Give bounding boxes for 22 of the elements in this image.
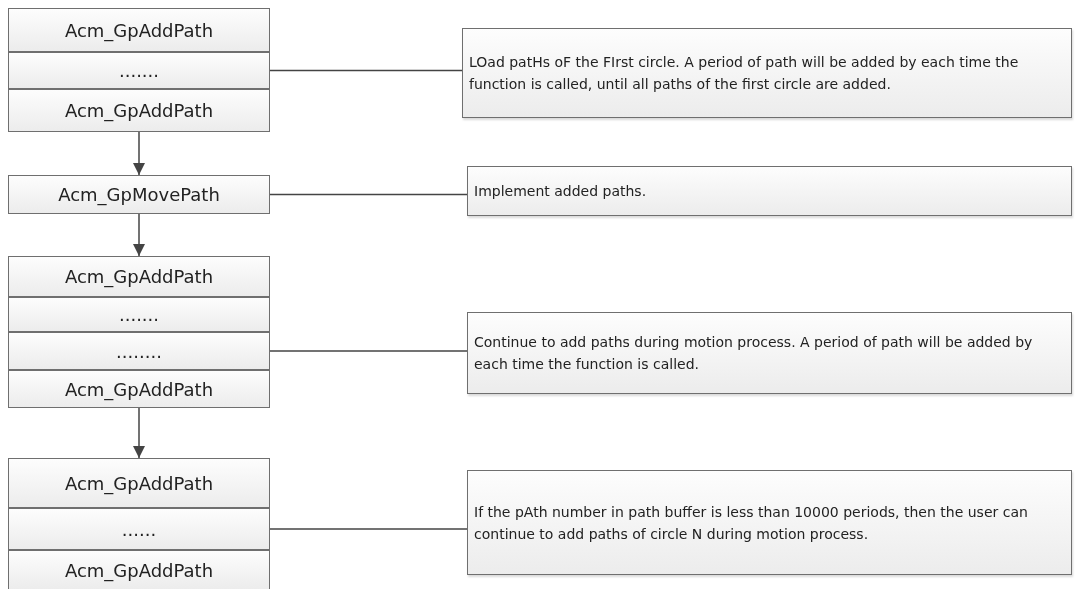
- function-box: .......: [8, 297, 270, 332]
- function-box: Acm_GpAddPath: [8, 370, 270, 408]
- function-box: Acm_GpAddPath: [8, 550, 270, 589]
- note-box: If the pAth number in path buffer is less than 10000 periods, then the user can continue to add paths of circle N during motion process.: [467, 470, 1072, 575]
- connector-line: [269, 69, 463, 72]
- function-box: Acm_GpAddPath: [8, 89, 270, 132]
- note-box: LOad patHs oF the FIrst circle. A period of path will be added by each time the function is called, until all paths of the first circle are added.: [462, 28, 1072, 118]
- function-box: ......: [8, 508, 270, 550]
- function-box: Acm_GpAddPath: [8, 458, 270, 508]
- function-box: Acm_GpMovePath: [8, 175, 270, 214]
- arrow: [133, 407, 145, 459]
- arrow: [133, 213, 145, 257]
- connector-line: [269, 193, 468, 196]
- connector-line: [269, 528, 468, 530]
- function-box: .......: [8, 52, 270, 89]
- function-box: Acm_GpAddPath: [8, 8, 270, 52]
- function-box: ........: [8, 332, 270, 370]
- note-box: Continue to add paths during motion process. A period of path will be added by each time the function is called.: [467, 312, 1072, 394]
- arrow: [133, 131, 145, 176]
- note-box: Implement added paths.: [467, 166, 1072, 216]
- function-box: Acm_GpAddPath: [8, 256, 270, 297]
- connector-line: [269, 350, 468, 352]
